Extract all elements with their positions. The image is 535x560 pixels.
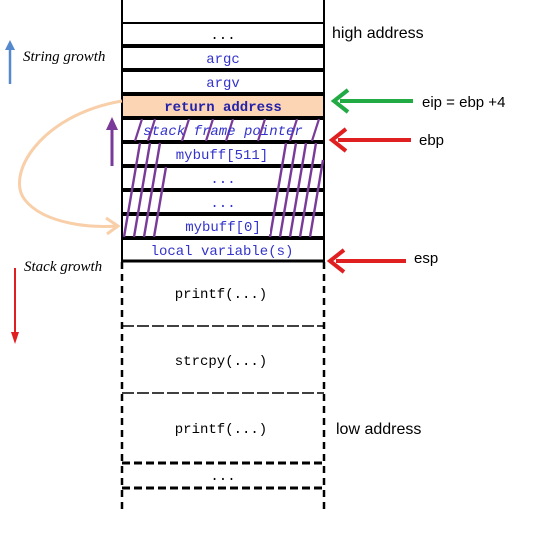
- eip-label: eip = ebp +4: [422, 94, 505, 111]
- eip-arrow: [330, 88, 413, 114]
- stack-cell-argc: [121, 46, 325, 70]
- stack-cell-argv: [121, 70, 325, 94]
- return-address-curve: [18, 99, 123, 236]
- high-address-label: high address: [332, 25, 424, 42]
- stack-cell-ellipsis-2-label: ...: [210, 196, 235, 212]
- stack-growth-arrow: [11, 268, 19, 344]
- stack-cell-ellipsis-1-label: ...: [210, 172, 235, 188]
- stack-cell-mybuff-511-label: mybuff[511]: [176, 148, 268, 164]
- ebp-label: ebp: [419, 132, 444, 149]
- frame-ellipsis: ...: [210, 469, 235, 485]
- string-growth-label: String growth: [23, 49, 105, 65]
- stack-cell-top: [121, 22, 325, 46]
- stack-cell-mybuff-0-label: mybuff[0]: [185, 220, 261, 236]
- buffer-hatch-left: [122, 142, 168, 238]
- stack-cell-local-variables-label: local variable(s): [151, 244, 294, 260]
- overflow-direction-arrow: [106, 117, 118, 166]
- call-frames: [120, 262, 326, 512]
- frame-printf-bottom: printf(...): [175, 422, 267, 438]
- frame-printf-top: printf(...): [175, 287, 267, 303]
- frame-strcpy: strcpy(...): [175, 354, 267, 370]
- stack-cell-return-address-label: return address: [164, 100, 282, 116]
- stack-growth-label: Stack growth: [24, 259, 102, 275]
- stack-cell-argv-label: argv: [206, 76, 240, 92]
- stack-cell-frame-pointer-label: stack frame pointer: [143, 124, 303, 140]
- esp-label: esp: [414, 250, 438, 267]
- frame-pointer-hatch: [133, 119, 321, 141]
- esp-arrow: [326, 248, 406, 274]
- stack-cell-argc-label: argc: [206, 52, 240, 68]
- stack-cell-top-label: ...: [210, 28, 235, 44]
- buffer-hatch-right: [268, 142, 325, 238]
- string-growth-arrow: [5, 40, 15, 84]
- ebp-arrow: [328, 127, 411, 153]
- stack-cells: ... argc argv return address stack frame…: [121, 22, 325, 262]
- stack-cell-return-address: [121, 94, 325, 118]
- stack-cell-frame-pointer: [121, 118, 325, 142]
- low-address-label: low address: [336, 421, 421, 438]
